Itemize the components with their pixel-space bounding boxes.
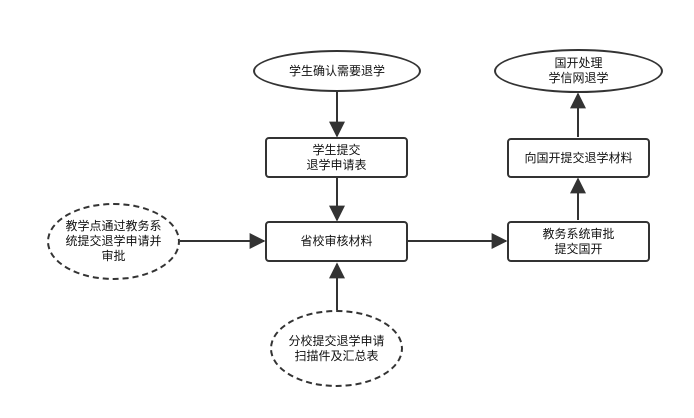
node-submit-to-guokai: 向国开提交退学材料 bbox=[507, 138, 650, 178]
node-guokai-process: 国开处理 学信网退学 bbox=[494, 49, 663, 93]
node-system-approve: 教务系统审批 提交国开 bbox=[507, 221, 650, 262]
node-teaching-point-review: 教学点通过教务系 统提交退学申请并 审批 bbox=[47, 203, 180, 280]
node-student-confirm: 学生确认需要退学 bbox=[253, 50, 421, 92]
node-province-review: 省校审核材料 bbox=[265, 221, 408, 262]
node-branch-submit-scan: 分校提交退学申请 扫描件及汇总表 bbox=[270, 310, 403, 387]
node-submit-application: 学生提交 退学申请表 bbox=[265, 137, 408, 178]
